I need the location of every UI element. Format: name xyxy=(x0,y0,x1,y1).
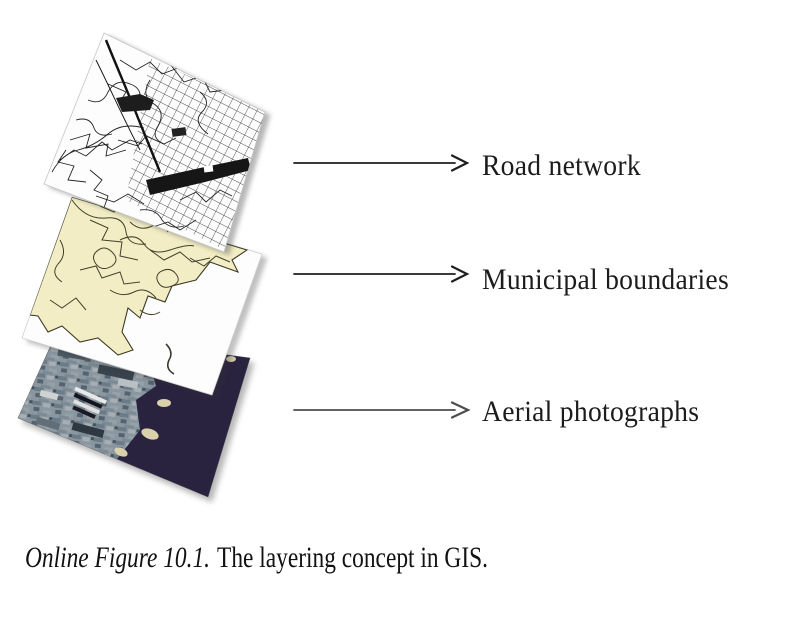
figure-caption: Online Figure 10.1.The layering concept … xyxy=(25,540,488,576)
figure-caption-text: The layering concept in GIS. xyxy=(217,541,488,574)
layer-label-aerial-photographs: Aerial photographs xyxy=(482,395,700,428)
builtup-blob xyxy=(116,94,154,112)
arrow-road-network xyxy=(293,154,470,172)
layer-label-municipal-boundaries: Municipal boundaries xyxy=(482,263,729,296)
sea-area xyxy=(117,348,250,497)
figure-caption-number: Online Figure 10.1. xyxy=(25,541,211,574)
layer-road-network xyxy=(43,32,266,253)
road-texture xyxy=(51,39,265,250)
builtup-band xyxy=(146,158,251,195)
piers xyxy=(72,386,107,419)
boundary-hook-mark xyxy=(165,343,175,375)
arrow-municipal-boundaries xyxy=(293,265,470,283)
layer-label-road-network: Road network xyxy=(482,149,641,182)
arrow-aerial-photographs xyxy=(293,401,471,419)
